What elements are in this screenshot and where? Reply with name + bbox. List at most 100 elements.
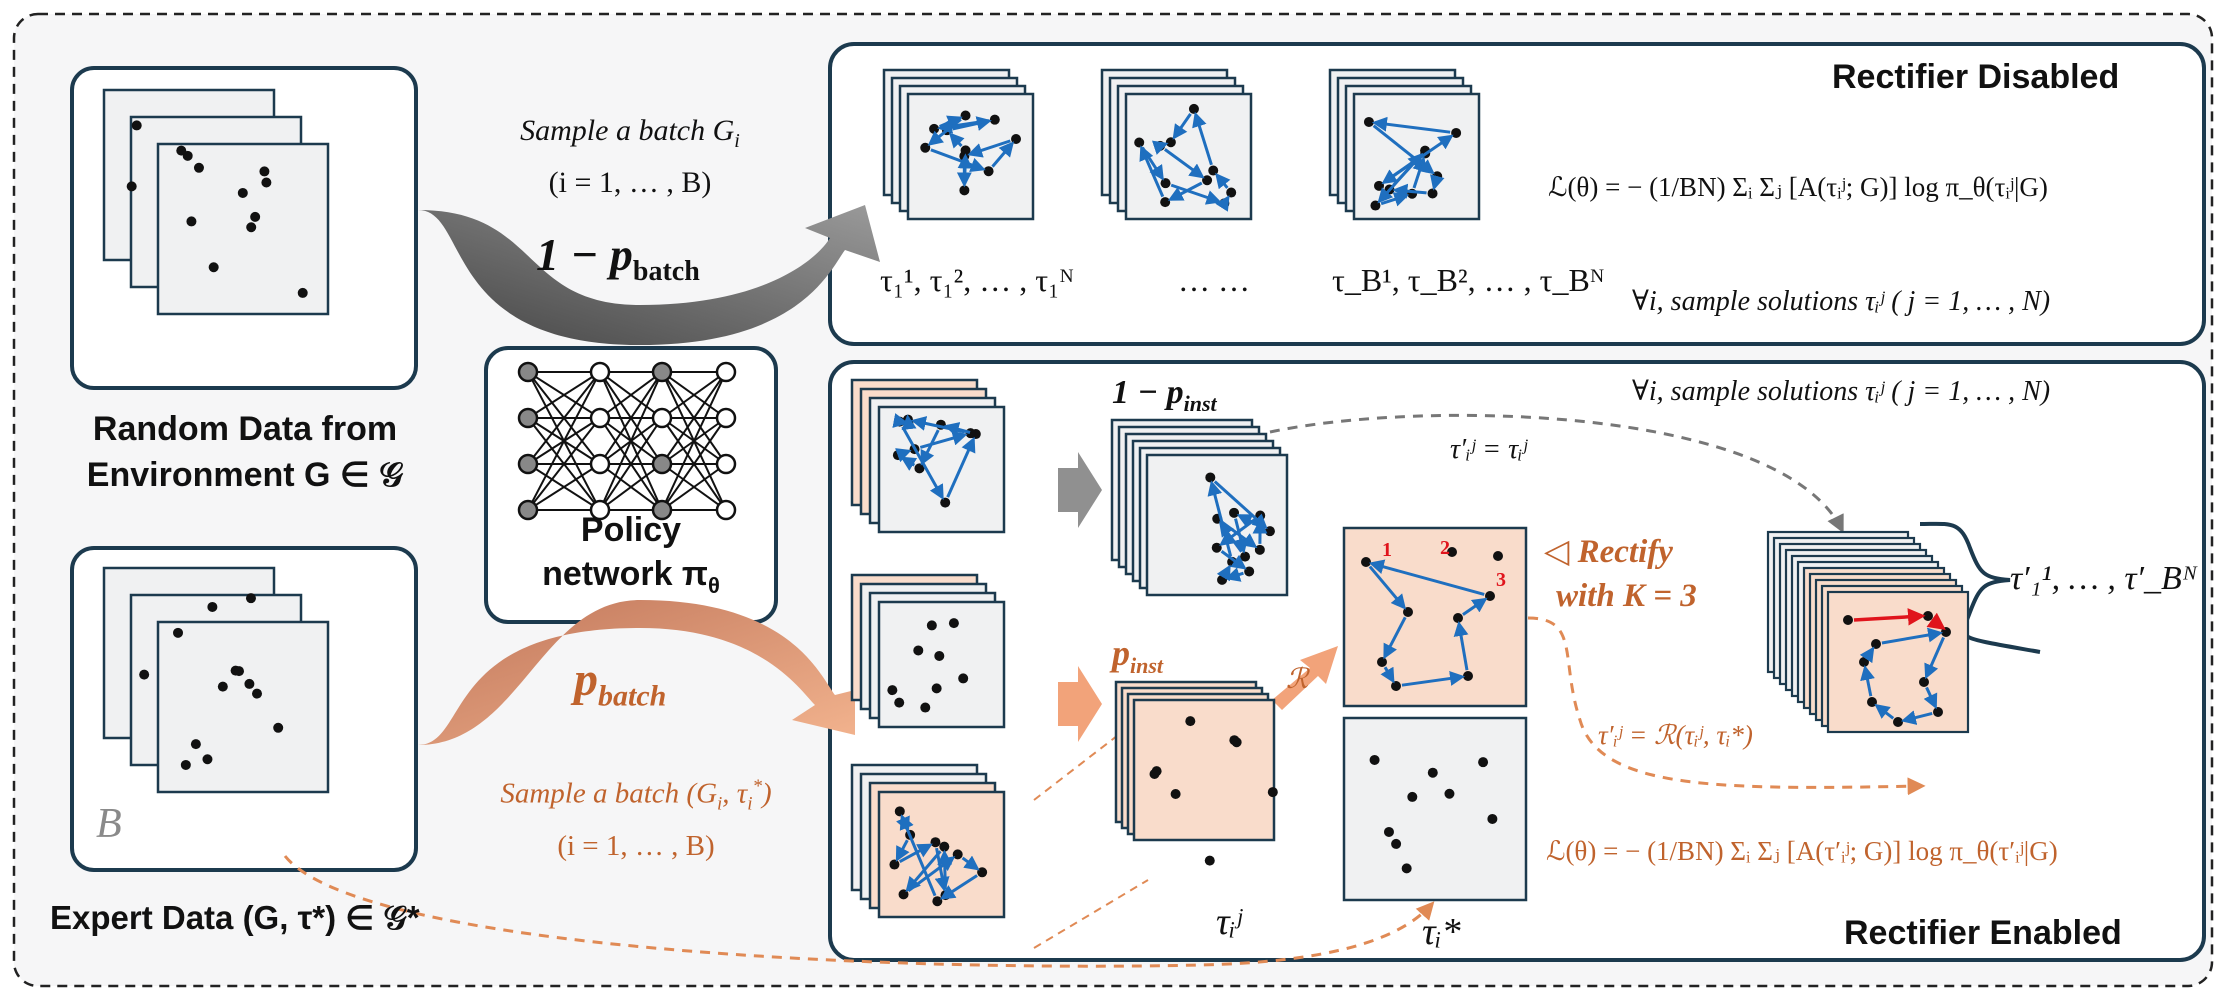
city-dot	[977, 867, 988, 878]
network-edge	[527, 417, 601, 511]
rectifier-symbol: ℛ	[1286, 664, 1309, 695]
city-dot	[983, 166, 994, 177]
city-dot	[1244, 566, 1255, 577]
network-edge	[527, 371, 601, 419]
bottom-sample-solutions: ∀i, sample solutions τᵢʲ ( j = 1, … , N)	[1632, 376, 2051, 407]
city-dot	[1487, 813, 1498, 824]
city-dot	[1407, 791, 1418, 802]
network-edge	[661, 463, 727, 511]
tau-star-label: τᵢ*	[1422, 911, 1461, 953]
city-dot	[1160, 197, 1171, 208]
city-dot	[1374, 180, 1385, 191]
sample-batch-label: Sample a batch G	[520, 114, 735, 147]
expert-data-title: Expert Data (G, τ*) ∈ 𝒢*	[50, 899, 420, 936]
city-dot	[1160, 178, 1171, 189]
network-edge	[527, 371, 601, 465]
network-node	[589, 361, 611, 383]
city-dot	[1202, 175, 1213, 186]
city-dot	[1370, 200, 1381, 211]
city-dot	[1391, 838, 1402, 849]
city-dot	[889, 859, 900, 870]
network-node	[589, 453, 611, 475]
tau-prime-equal: τ′ᵢʲ = τᵢʲ	[1450, 434, 1528, 465]
city-dot	[1170, 788, 1181, 799]
city-dot	[1165, 137, 1176, 148]
tour-edge	[899, 843, 933, 863]
city-dot	[894, 806, 905, 817]
tour-edge	[919, 430, 968, 449]
city-dot	[1185, 716, 1196, 727]
network-edge	[599, 417, 663, 511]
city-dot	[126, 181, 137, 192]
sample-batch-range: (i = 1, … , B)	[548, 166, 712, 199]
city-dot	[960, 110, 971, 121]
p-batch: p	[574, 653, 598, 706]
tour-edge	[1215, 172, 1231, 190]
city-dot	[1264, 526, 1275, 537]
network-edge	[599, 463, 663, 511]
city-dot	[1871, 639, 1881, 649]
network-node	[651, 453, 673, 475]
network-node	[589, 499, 611, 521]
tour-edge	[1453, 620, 1469, 671]
sample-expert-label: Sample a batch (G	[500, 777, 718, 810]
segment-number: 3	[1496, 569, 1506, 591]
city-dot	[139, 669, 150, 680]
rectified-edge	[1926, 612, 1946, 631]
city-dot	[1493, 551, 1503, 561]
tour-edge	[899, 814, 937, 897]
network-edge	[599, 371, 663, 465]
tour-edge	[1924, 636, 1945, 680]
city-dot	[1229, 507, 1240, 518]
tour-edge	[1860, 664, 1875, 697]
city-dot	[929, 123, 940, 134]
sample-batch-sub: i	[734, 130, 740, 152]
network-node	[715, 499, 737, 521]
city-dot	[887, 685, 898, 696]
city-dot	[131, 120, 142, 131]
city-dot	[1149, 769, 1160, 780]
one-minus-p-inst-sub: inst	[1183, 390, 1217, 416]
city-dot	[931, 683, 942, 694]
city-dot	[259, 166, 270, 177]
city-dot	[252, 688, 263, 699]
tour-edge	[895, 448, 912, 463]
city-dot	[1369, 754, 1380, 765]
network-edge	[661, 371, 727, 419]
tour-edge	[895, 839, 910, 862]
city-dot	[920, 702, 931, 713]
network-node	[651, 361, 673, 383]
tour-edge	[1221, 521, 1258, 549]
rectifier-disabled-title: Rectifier Disabled	[1832, 58, 2120, 96]
tour-edge	[907, 856, 956, 893]
city-dot	[1427, 767, 1438, 778]
tour-edge	[1923, 686, 1938, 710]
city-dot	[959, 185, 970, 196]
top-loss: ℒ(θ) = − (1/BN) Σᵢ Σⱼ [A(τᵢʲ; G)] log π_…	[1548, 172, 2048, 202]
network-node	[715, 453, 737, 475]
city-dot	[958, 673, 969, 684]
city-dot	[1453, 613, 1463, 623]
gray-dashed-arrow	[1269, 413, 1844, 534]
city-dot	[1011, 133, 1022, 144]
city-dot	[1859, 657, 1869, 667]
gray-block-arrow	[1058, 452, 1102, 528]
city-dot	[193, 162, 204, 173]
network-node	[589, 407, 611, 429]
city-dot	[1391, 681, 1401, 691]
network-node	[517, 453, 539, 475]
network-node	[517, 361, 539, 383]
tour-edge	[1368, 559, 1485, 596]
city-dot	[297, 287, 308, 298]
tour-edge	[957, 153, 973, 185]
city-dot	[1867, 697, 1877, 707]
top-ellipsis: … …	[1178, 262, 1250, 298]
city-dot	[1363, 116, 1374, 127]
city-dot	[1432, 171, 1443, 182]
rectifier-enabled-title: Rectifier Enabled	[1844, 914, 2122, 952]
city-dot	[1134, 137, 1145, 148]
tour-edge	[1380, 666, 1395, 684]
tour-edge	[961, 855, 980, 871]
tour-edge	[910, 416, 966, 434]
tour-edge	[930, 148, 986, 172]
